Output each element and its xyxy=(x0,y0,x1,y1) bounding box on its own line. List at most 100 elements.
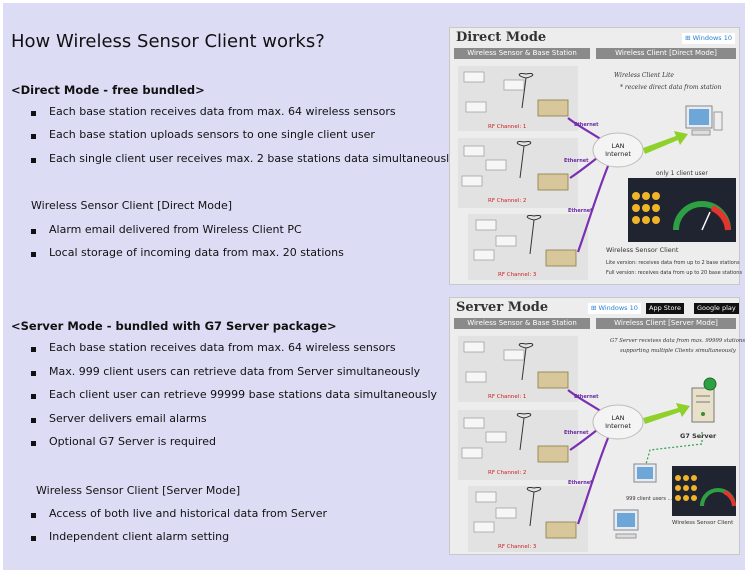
windows-badge: ⊞ Windows 10 xyxy=(588,303,641,314)
base-station-icon xyxy=(545,521,577,539)
base-station-icon xyxy=(537,99,569,117)
wireless-sensor-icon xyxy=(465,371,487,383)
list-item: Alarm email delivered from Wireless Clie… xyxy=(31,223,344,246)
lan-cloud-icon xyxy=(592,132,644,168)
antenna-icon xyxy=(526,215,542,255)
direct-mode-diagram: Direct Mode ⊞ Windows 10 Wireless Sensor… xyxy=(449,27,743,285)
ethernet-label: Ethernet xyxy=(564,430,589,436)
list-item: Each single client user receives max. 2 … xyxy=(31,152,456,175)
base-station-icon xyxy=(537,371,569,389)
wireless-sensor-icon xyxy=(495,235,517,247)
direct-mode-heading: <Direct Mode - free bundled> xyxy=(11,83,205,97)
wireless-sensor-icon xyxy=(503,349,525,361)
rf-channel-label: RF Channel: 1 xyxy=(488,124,527,130)
wireless-sensor-icon xyxy=(465,101,487,113)
wireless-sensor-icon xyxy=(485,159,507,171)
server-left-header: Wireless Sensor & Base Station xyxy=(454,318,590,329)
one-client-label: only 1 client user xyxy=(656,170,708,177)
client-name: Wireless Sensor Client xyxy=(606,246,679,254)
windows-badge-label: Windows 10 xyxy=(692,34,732,42)
base-station-icon xyxy=(545,249,577,267)
server-note-line2: supporting multiple Clients simultaneous… xyxy=(620,348,736,354)
wireless-sensor-icon xyxy=(495,507,517,519)
computer-icon xyxy=(685,105,723,136)
list-item: Optional G7 Server is required xyxy=(31,435,437,458)
list-item: Max. 999 client users can retrieve data … xyxy=(31,365,437,388)
list-item: Each client user can retrieve 99999 base… xyxy=(31,388,437,412)
server-client-heading: Wireless Sensor Client [Server Mode] xyxy=(36,484,241,497)
client-lite-note: * receive direct data from station xyxy=(620,84,722,91)
wireless-sensor-icon xyxy=(485,431,507,443)
antenna-icon xyxy=(518,343,534,381)
base-station-icon xyxy=(537,173,569,191)
server-mode-list: Each base station receives data from max… xyxy=(31,341,437,458)
direct-left-header: Wireless Sensor & Base Station xyxy=(454,48,590,59)
server-note-line1: G7 Server receives data from max. 99999 … xyxy=(610,338,746,344)
ethernet-arrow xyxy=(567,389,603,413)
list-item: Server delivers email alarms xyxy=(31,412,437,435)
direct-diagram-title: Direct Mode xyxy=(456,30,547,45)
rf-channel-label: RF Channel: 2 xyxy=(488,198,527,204)
ethernet-label: Ethernet xyxy=(574,122,599,128)
list-item: Each base station uploads sensors to one… xyxy=(31,128,456,152)
green-arrow xyxy=(643,403,690,424)
ethernet-label: Ethernet xyxy=(568,480,593,486)
server-diagram-title: Server Mode xyxy=(456,300,549,315)
list-item: Each base station receives data from max… xyxy=(31,341,437,365)
wireless-sensor-icon xyxy=(473,521,495,533)
server-client-list: Access of both live and historical data … xyxy=(31,507,327,553)
windows-icon: ⊞ xyxy=(591,304,597,312)
client-dashboard-screenshot xyxy=(672,466,736,516)
server-mode-diagram: Server Mode ⊞ Windows 10 App Store Googl… xyxy=(449,297,745,555)
ethernet-label: Ethernet xyxy=(574,394,599,400)
green-arrow xyxy=(643,131,688,154)
direct-mode-list: Each base station receives data from max… xyxy=(31,105,456,175)
rf-channel-label: RF Channel: 2 xyxy=(488,470,527,476)
server-right-header: Wireless Client [Server Mode] xyxy=(596,318,736,329)
rf-channel-label: RF Channel: 1 xyxy=(488,394,527,400)
server-mode-heading: <Server Mode - bundled with G7 Server pa… xyxy=(11,319,337,333)
windows-icon: ⊞ xyxy=(685,34,691,42)
server-diagram-graphics xyxy=(461,341,717,539)
full-version-note: Full version: receives data from up to 2… xyxy=(606,270,743,276)
windows-badge: ⊞ Windows 10 xyxy=(682,33,735,44)
list-item: Independent client alarm setting xyxy=(31,530,327,553)
lan-cloud-icon xyxy=(592,404,644,440)
antenna-icon xyxy=(518,73,534,109)
client-name: Wireless Sensor Client xyxy=(672,520,734,526)
wireless-sensor-icon xyxy=(475,219,497,231)
direct-client-list: Alarm email delivered from Wireless Clie… xyxy=(31,223,344,269)
client-link xyxy=(645,432,703,465)
ethernet-arrow xyxy=(576,165,610,253)
wireless-sensor-icon xyxy=(473,249,495,261)
client-lite-title: Wireless Client Lite xyxy=(614,72,674,79)
wireless-sensor-icon xyxy=(463,145,485,157)
wireless-sensor-icon xyxy=(503,79,525,91)
page-title: How Wireless Sensor Client works? xyxy=(11,31,325,52)
base-station-icon xyxy=(537,445,569,463)
windows-badge-label: Windows 10 xyxy=(598,304,638,312)
wireless-sensor-icon xyxy=(463,417,485,429)
antenna-icon xyxy=(526,487,542,527)
rf-channel-label: RF Channel: 3 xyxy=(498,272,537,278)
client-dashboard-screenshot xyxy=(628,178,736,242)
g7-server-label: G7 Server xyxy=(680,432,717,440)
list-item: Access of both live and historical data … xyxy=(31,507,327,530)
list-item: Each base station receives data from max… xyxy=(31,105,456,128)
ethernet-label: Ethernet xyxy=(564,158,589,164)
list-item: Local storage of incoming data from max.… xyxy=(31,246,344,269)
google-play-badge: Google play xyxy=(694,303,739,314)
lite-version-note: Lite version: receives data from up to 2… xyxy=(606,260,740,266)
ethernet-arrow xyxy=(576,437,610,525)
client-users-label: 999 client users ... xyxy=(626,496,673,502)
computer-icon xyxy=(633,463,657,483)
direct-diagram-graphics xyxy=(461,71,723,267)
app-store-badge: App Store xyxy=(646,303,684,314)
wireless-sensor-icon xyxy=(461,447,483,459)
ethernet-label: Ethernet xyxy=(568,208,593,214)
wireless-sensor-icon xyxy=(475,491,497,503)
direct-client-heading: Wireless Sensor Client [Direct Mode] xyxy=(31,199,233,212)
